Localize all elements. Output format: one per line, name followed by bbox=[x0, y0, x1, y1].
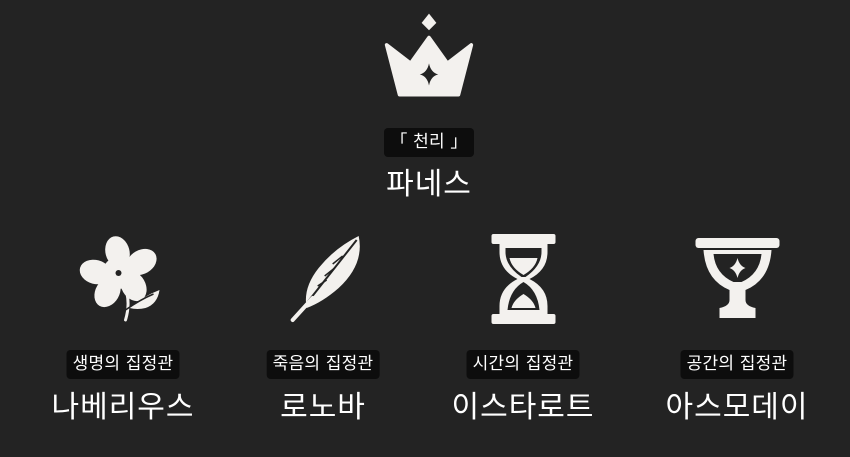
flower-icon bbox=[73, 228, 173, 328]
phanes-name: 파네스 bbox=[386, 167, 472, 202]
archon-death-title: 죽음의 집정관 bbox=[266, 350, 380, 379]
archon-life-title: 생명의 집정관 bbox=[66, 350, 180, 379]
archon-time-name: 이스타로트 bbox=[451, 390, 595, 425]
archon-space-group: 공간의 집정관 아스모데이 bbox=[666, 228, 809, 426]
archon-life-name: 나베리우스 bbox=[51, 390, 195, 425]
phanes-title: 「 천리 」 bbox=[384, 128, 474, 157]
archon-space-name: 아스모데이 bbox=[665, 390, 809, 425]
archon-time-title: 시간의 집정관 bbox=[466, 350, 580, 379]
hourglass-icon bbox=[473, 228, 573, 328]
feather-icon bbox=[273, 228, 373, 328]
archon-death-name: 로노바 bbox=[280, 390, 366, 425]
archon-space-title: 공간의 집정관 bbox=[680, 350, 794, 379]
archon-death-group: 죽음의 집정관 로노바 bbox=[266, 228, 380, 426]
phanes-group: 「 천리 」 파네스 bbox=[379, 6, 479, 203]
crown-icon bbox=[379, 6, 479, 106]
archon-time-group: 시간의 집정관 이스타로트 bbox=[452, 228, 595, 426]
chalice-icon bbox=[687, 228, 787, 328]
archon-life-group: 생명의 집정관 나베리우스 bbox=[52, 228, 195, 426]
